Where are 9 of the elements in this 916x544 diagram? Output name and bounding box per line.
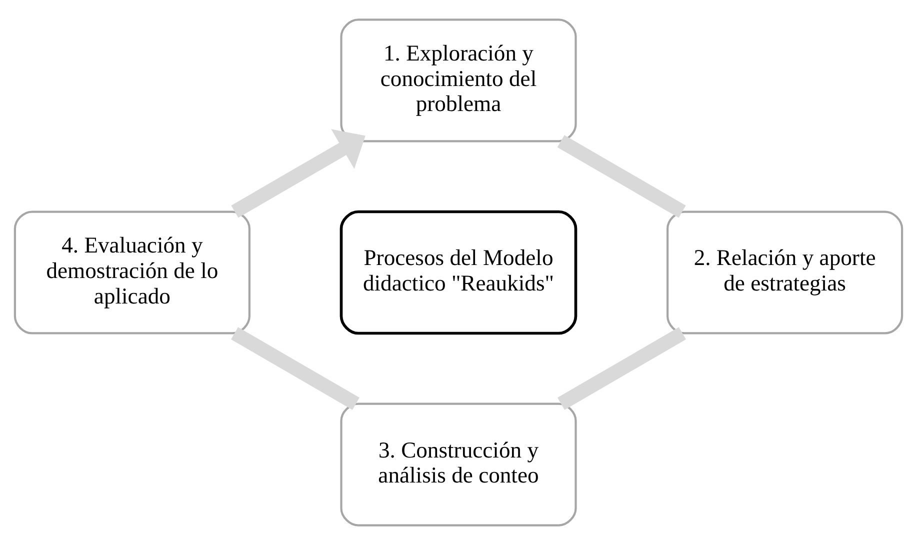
node-box: 2. Relación y aporte de estrategias [666, 210, 903, 334]
node-box: 3. Construcción y análisis de conteo [340, 402, 576, 526]
connector [557, 326, 686, 410]
node-box: Procesos del Modelo didactico "Reaukids" [339, 210, 577, 334]
connector [230, 326, 359, 410]
node-box: 4. Evaluación y demostración de lo aplicado [13, 210, 250, 334]
arrow [230, 128, 365, 218]
connector [556, 134, 686, 218]
node-box: 1. Exploración y conocimiento del problema [340, 18, 576, 142]
